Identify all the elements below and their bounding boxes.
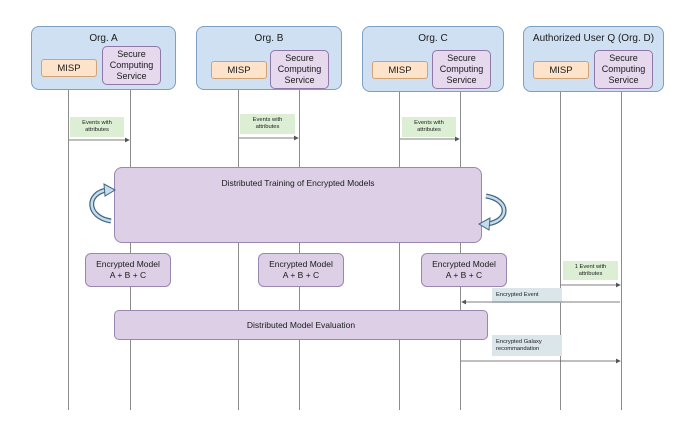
org-b-title: Org. B xyxy=(254,33,284,44)
encrypted-model-a: Encrypted Model A + B + C xyxy=(85,253,171,287)
org-a-title: Org. A xyxy=(89,33,118,44)
org-b-misp: MISP xyxy=(211,61,267,79)
org-a-secure-computing-service: Secure Computing Service xyxy=(102,46,161,85)
lifeline-misp-c xyxy=(399,76,400,410)
org-c-secure-computing-service: Secure Computing Service xyxy=(432,50,491,89)
org-c-misp: MISP xyxy=(372,61,428,79)
org-d-secure-computing-service: Secure Computing Service xyxy=(594,50,653,89)
lifeline-misp-a xyxy=(68,76,69,410)
rotate-left-icon xyxy=(89,183,117,224)
org-c-title: Org. C xyxy=(418,33,448,44)
org-d-title: Authorized User Q (Org. D) xyxy=(532,33,655,44)
distributed-evaluation-title: Distributed Model Evaluation xyxy=(246,320,356,330)
lifeline-misp-b xyxy=(238,76,239,410)
events-label-a: Events with attributes xyxy=(70,117,124,137)
encrypted-event-label: Encrypted Event xyxy=(492,288,562,303)
encrypted-model-b: Encrypted Model A + B + C xyxy=(258,253,344,287)
encrypted-model-c: Encrypted Model A + B + C xyxy=(421,253,507,287)
org-a-misp: MISP xyxy=(41,59,97,77)
lifeline-scs-c xyxy=(460,84,461,410)
lifeline-scs-b xyxy=(299,84,300,410)
lifeline-scs-a xyxy=(130,84,131,410)
distributed-training-title: Distributed Training of Encrypted Models xyxy=(221,178,375,188)
event-label-d: 1 Event with attributes xyxy=(563,261,618,280)
org-b-secure-computing-service: Secure Computing Service xyxy=(270,50,329,89)
events-label-b: Events with attributes xyxy=(240,114,295,134)
lifeline-scs-d xyxy=(621,84,622,410)
galaxy-recommendation-label: Encrypted Galaxy recommandation xyxy=(492,335,562,356)
rotate-right-icon xyxy=(477,193,507,231)
events-label-c: Events with attributes xyxy=(402,117,456,137)
lifeline-misp-d xyxy=(560,76,561,410)
org-d-misp: MISP xyxy=(533,61,589,79)
distributed-training-block: Distributed Training of Encrypted Models xyxy=(114,167,482,243)
distributed-evaluation-block: Distributed Model Evaluation xyxy=(114,310,488,340)
